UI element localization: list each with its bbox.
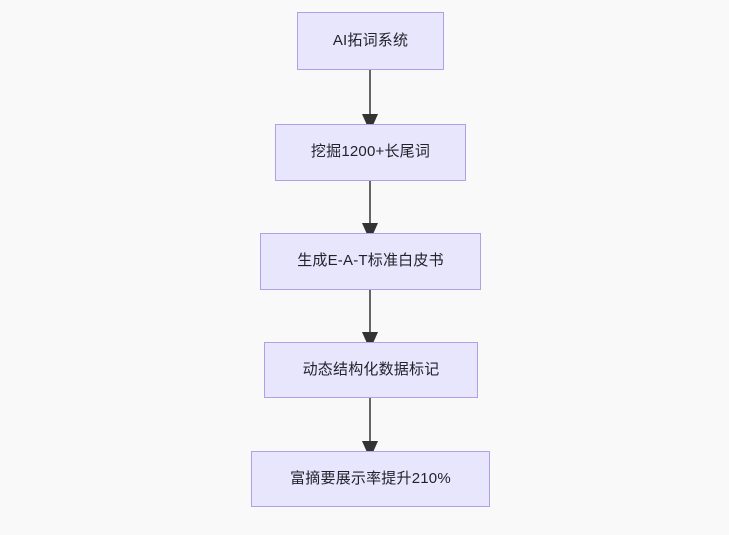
node-generate-eat-whitepaper[interactable]: 生成E-A-T标准白皮书 <box>260 233 481 290</box>
node-label: 动态结构化数据标记 <box>302 360 440 378</box>
node-label: AI拓词系统 <box>332 31 409 49</box>
node-label: 挖掘1200+长尾词 <box>310 143 431 161</box>
node-label: 富摘要展示率提升210% <box>290 469 451 487</box>
node-dynamic-structured-data-markup[interactable]: 动态结构化数据标记 <box>264 342 478 398</box>
node-mine-longtail-keywords[interactable]: 挖掘1200+长尾词 <box>275 124 466 181</box>
node-rich-snippet-impression-uplift[interactable]: 富摘要展示率提升210% <box>251 451 490 507</box>
node-ai-keyword-system[interactable]: AI拓词系统 <box>297 12 444 70</box>
node-label: 生成E-A-T标准白皮书 <box>297 252 444 270</box>
